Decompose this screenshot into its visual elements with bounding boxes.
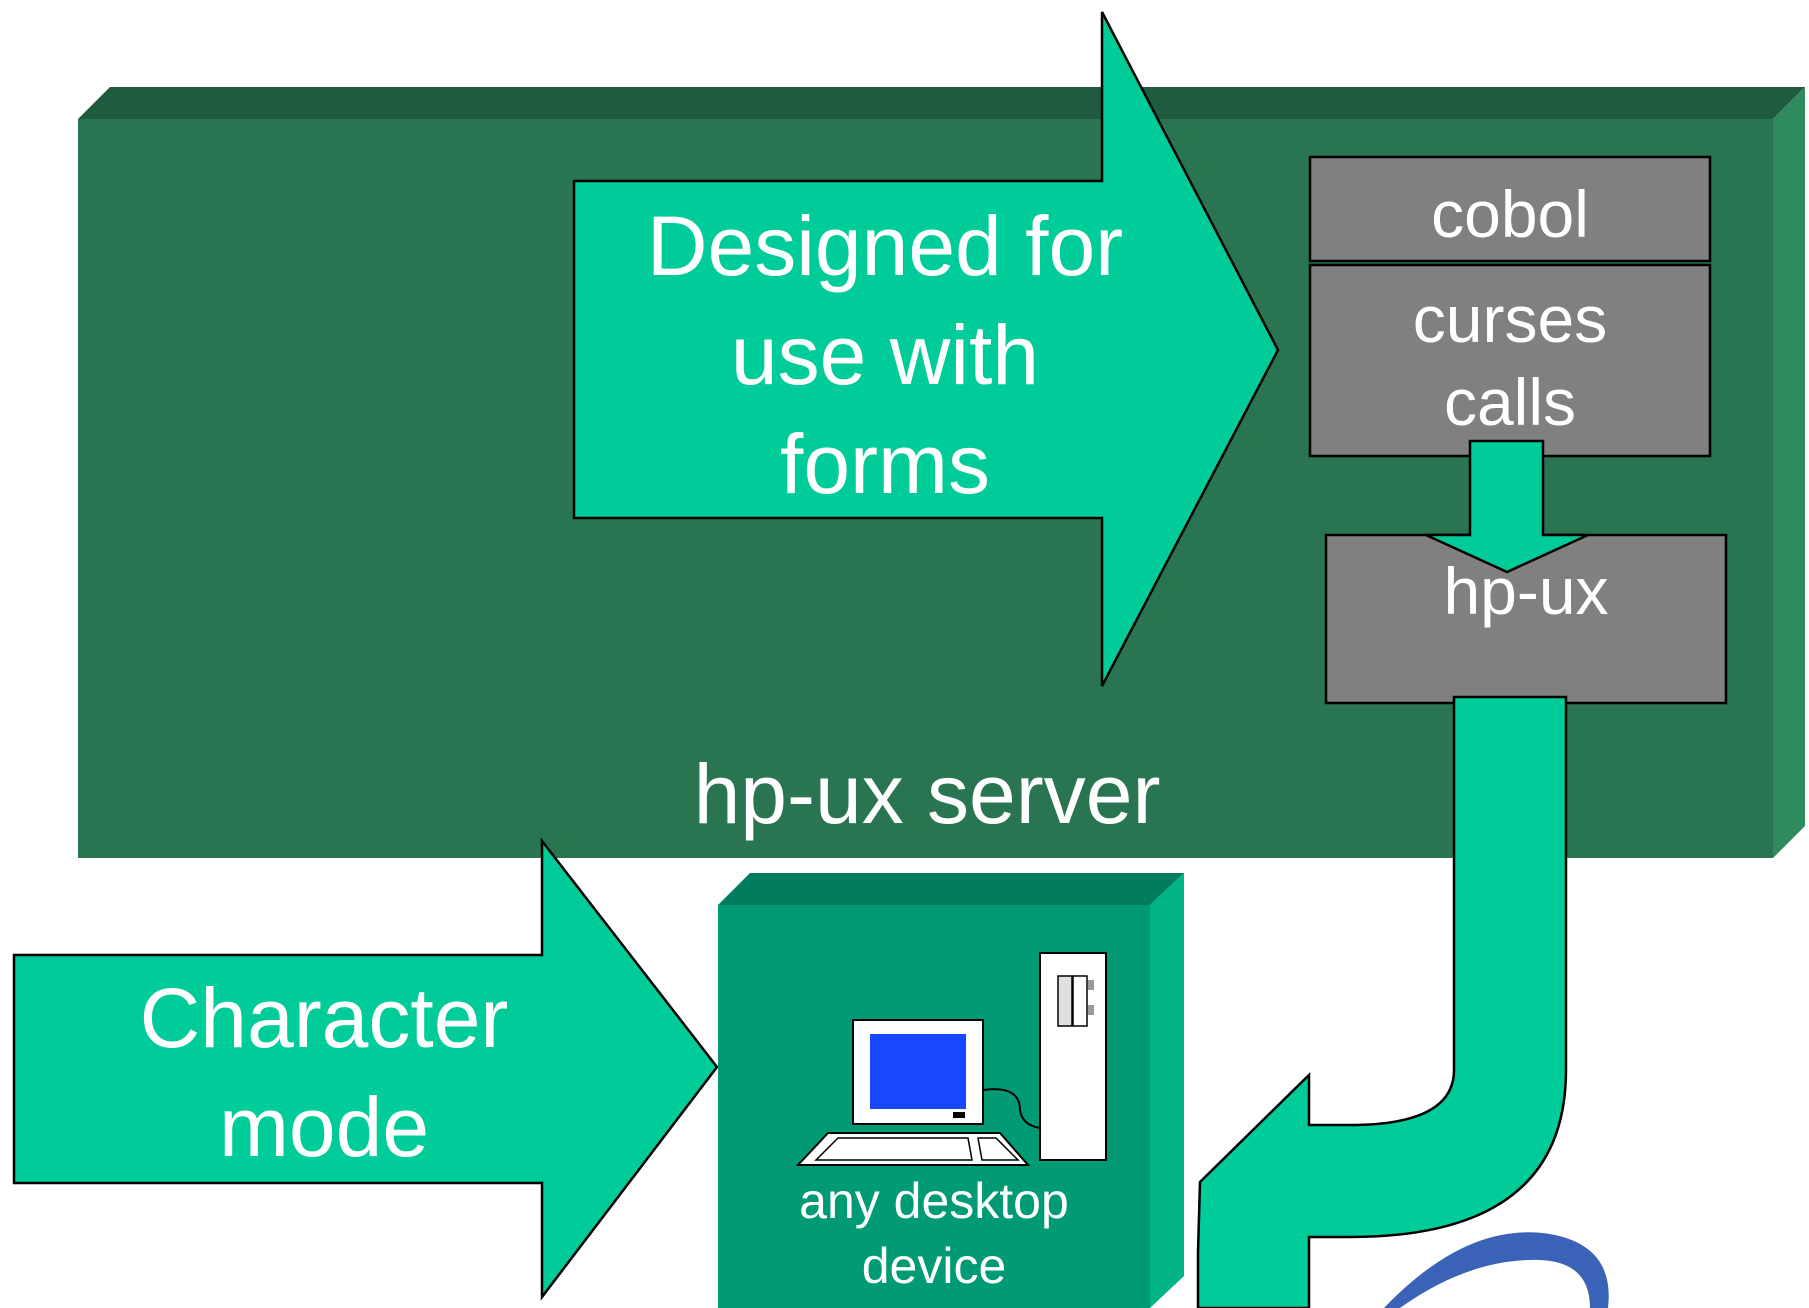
character-mode-line-1: Character [140, 971, 509, 1065]
curses-label-line-2: calls [1444, 365, 1576, 439]
curses-box [1308, 263, 1712, 458]
desktop-top-face [718, 873, 1184, 905]
logo-swoosh-icon [1384, 1232, 1609, 1308]
software-stack: cobol curses calls hp-ux [1308, 155, 1728, 705]
forms-arrow-line-1: Designed for [647, 199, 1123, 293]
server-top-face [78, 87, 1805, 119]
return-arrow [1196, 695, 1568, 1308]
forms-arrow-line-3: forms [780, 417, 990, 511]
character-mode-arrow: Character mode [12, 837, 719, 1301]
forms-arrow: Designed for use with forms [572, 11, 1280, 687]
tower-case-icon [1039, 952, 1107, 1161]
desktop-label-line-2: device [862, 1238, 1007, 1294]
keyboard-icon [795, 1132, 1031, 1166]
curses-to-hpux-arrow [1425, 439, 1589, 574]
computer-monitor-icon [852, 1019, 1041, 1129]
hpux-label: hp-ux [1443, 554, 1608, 628]
desktop-side-face [1150, 873, 1184, 1308]
forms-arrow-line-2: use with [731, 308, 1039, 402]
character-mode-line-2: mode [219, 1080, 429, 1174]
desktop-label-line-1: any desktop [799, 1173, 1069, 1229]
desktop-device-box: any desktop device [718, 873, 1184, 1308]
cobol-box [1308, 155, 1712, 263]
cobol-label: cobol [1431, 177, 1589, 251]
server-side-face [1773, 87, 1805, 858]
curses-label-line-1: curses [1413, 282, 1607, 356]
server-label: hp-ux server [694, 747, 1161, 841]
